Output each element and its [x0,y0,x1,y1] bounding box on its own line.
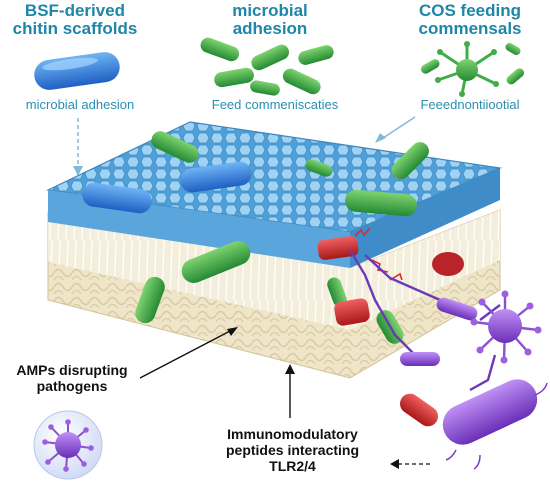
amp-virus-bubble [33,410,103,480]
peptide-segment-1 [436,297,478,321]
green-bacterium-on-scaffold-3 [391,142,429,180]
sub-cos-feeding: Feeednontiiootial [420,97,520,112]
green-bacterium-on-scaffold-8 [327,277,347,307]
heading-adhesion-line1: microbial [232,1,308,20]
red-pathogen-1 [317,236,359,260]
label-immuno-line3: TLR2/4 [269,458,316,474]
label-immuno-line1: Immunomodulatory [227,426,358,442]
heading-cos-feeding: COS feeding commensals [390,2,550,38]
green-bacterium-on-scaffold-6 [305,159,333,177]
heading-adhesion-line2: adhesion [232,19,308,38]
heading-bsf-line2: chitin scaffolds [12,19,138,38]
scaffold-fibers [48,210,500,330]
label-amps-line1: AMPs disrupting [16,362,128,378]
heading-cos-line2: commensals [418,19,522,38]
tlr-bacterium [442,379,548,470]
scaffold-front-edge-right [350,168,500,268]
arrow-amps-to-scaffold [139,327,238,379]
heading-bsf-chitin: BSF-derived chitin scaffolds [0,2,150,38]
arrow-bsf-to-scaffold [73,118,83,176]
peptide-segment-2 [400,352,440,366]
green-bacterium-on-scaffold-1 [151,131,199,163]
green-bacterium-on-scaffold-4 [181,241,251,283]
heading-microbial-adhesion: microbial adhesion [195,2,345,38]
green-bacterium-on-scaffold-5 [135,276,165,324]
cos-commensal-icon [420,41,525,97]
green-bacteria-cluster-icon [200,37,334,96]
red-pathogen-3 [334,298,370,326]
arrow-tlr-to-label [390,459,430,469]
green-bacterium-on-scaffold-2 [345,189,417,217]
sub-feed-commensals: Feed commeniscaties [211,97,339,112]
red-pathogen-4 [399,393,439,427]
sub-microbial-adhesion: microbial adhesion [25,97,135,112]
label-immunomodulatory: Immunomodulatory peptides interacting TL… [205,426,380,474]
label-amps: AMPs disrupting pathogens [2,362,142,394]
label-amps-line2: pathogens [36,378,108,394]
arrow-immuno-to-scaffold [285,364,295,418]
label-immuno-line2: peptides interacting [225,442,360,458]
bsf-blue-bacterium-icon [34,52,120,90]
heading-cos-line1: COS feeding [418,1,521,20]
blue-bacterium-on-scaffold-1 [82,182,152,214]
pathogen-virus-icon [470,290,542,364]
heading-bsf-line1: BSF-derived [24,1,126,20]
arrow-cos-to-scaffold [375,116,416,143]
blue-bacterium-on-scaffold-2 [180,161,252,193]
red-pathogen-2 [432,252,464,276]
